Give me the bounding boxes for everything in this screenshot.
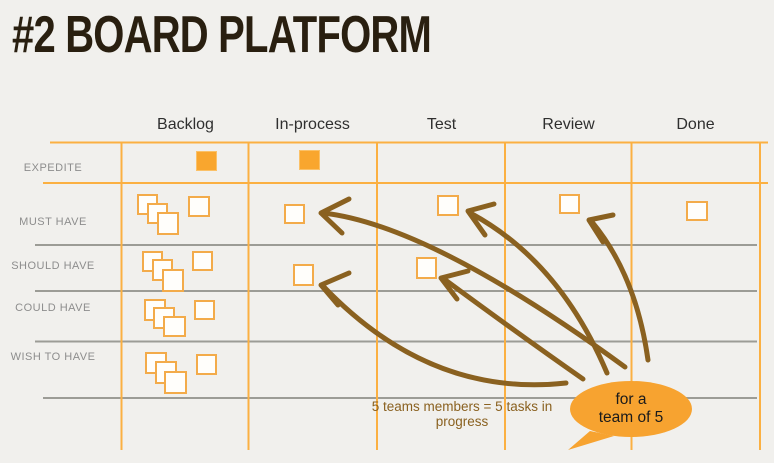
- sticky-note-could-have-backlog: [194, 300, 215, 320]
- sticky-note-expedite-in-process: [299, 150, 320, 170]
- row-label-expedite: EXPEDITE: [23, 162, 83, 174]
- sticky-note-expedite-backlog: [196, 151, 217, 171]
- speech-bubble-line-1: for a: [615, 391, 647, 408]
- sticky-note-should-have-backlog: [162, 269, 184, 292]
- arrow-to-inprocess-must-have: [320, 210, 628, 370]
- speech-bubble: [568, 381, 692, 450]
- arrow-to-review-must-have-head: [586, 212, 616, 245]
- row-label-could-have: COULD HAVE: [15, 302, 91, 314]
- speech-bubble-line-2: team of 5: [598, 409, 664, 426]
- speech-bubble-body: [570, 381, 692, 437]
- sticky-note-wish-to-have-backlog: [164, 371, 187, 394]
- page-title: #2 BOARD PLATFORM: [12, 5, 432, 64]
- row-label-should-have: SHOULD HAVE: [11, 260, 95, 272]
- column-header-backlog: Backlog: [157, 116, 214, 133]
- arrow-to-test-should-have: [441, 276, 586, 382]
- arrow-to-test-should-have-head: [438, 268, 471, 302]
- sticky-note-must-have-backlog: [157, 212, 179, 235]
- sticky-note-must-have-review: [559, 194, 580, 214]
- arrow-to-inprocess-should-have-head: [318, 270, 352, 308]
- arrow-to-review-must-have: [589, 219, 651, 363]
- arrow-to-inprocess-must-have-head: [318, 196, 352, 236]
- sticky-note-must-have-backlog: [188, 196, 210, 217]
- speech-bubble-tail: [568, 431, 614, 450]
- speech-bubble-text: for a team of 5: [569, 391, 693, 427]
- sticky-note-must-have-done: [686, 201, 708, 221]
- column-header-review: Review: [542, 116, 595, 133]
- row-label-wish-to-have: WISH TO HAVE: [10, 351, 96, 363]
- arrow-to-test-must-have-head: [465, 201, 497, 238]
- sticky-note-wish-to-have-backlog: [196, 354, 217, 375]
- sticky-note-must-have-test: [437, 195, 459, 216]
- column-header-inprocess: In-process: [275, 116, 350, 133]
- sticky-note-could-have-backlog: [163, 316, 186, 337]
- sticky-note-must-have-in-process: [284, 204, 305, 224]
- sticky-note-should-have-backlog: [192, 251, 213, 271]
- sticky-note-should-have-test: [416, 257, 437, 279]
- column-header-test: Test: [426, 116, 457, 133]
- arrow-to-inprocess-should-have: [320, 283, 569, 388]
- sticky-note-should-have-in-process: [293, 264, 314, 286]
- row-label-must-have: MUST HAVE: [19, 216, 87, 228]
- column-header-done: Done: [676, 116, 715, 133]
- wip-caption: 5 teams members = 5 tasks in progress: [371, 399, 553, 429]
- arrow-to-test-must-have: [469, 211, 610, 376]
